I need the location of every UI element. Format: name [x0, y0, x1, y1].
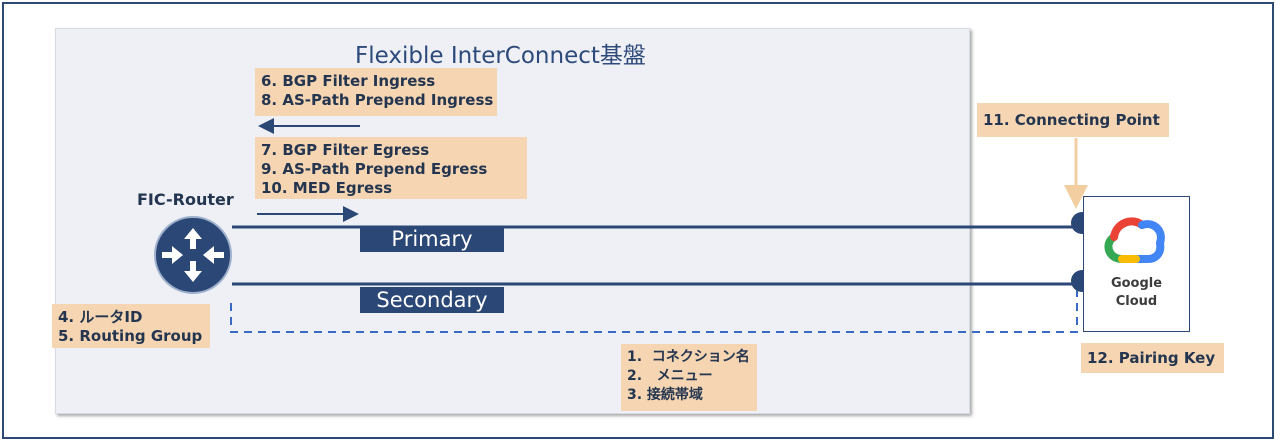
connection-settings-line: 3. 接続帯域	[627, 387, 703, 403]
connecting-point-label: 11. Connecting Point	[983, 111, 1160, 129]
connection-settings-note: 1. コネクション名 2. メニュー 3. 接続帯域	[621, 344, 757, 411]
egress-note-line: 10. MED Egress	[261, 179, 393, 197]
egress-note-line: 7. BGP Filter Egress	[261, 141, 430, 159]
google-cloud-label-line2: Cloud	[1115, 294, 1158, 309]
router-icon	[154, 216, 232, 294]
primary-line-label: Primary	[360, 226, 504, 252]
pairing-key-label: 12. Pairing Key	[1087, 349, 1216, 367]
panel-title: Flexible InterConnect基盤	[355, 43, 646, 69]
ingress-note-line: 6. BGP Filter Ingress	[261, 72, 436, 90]
pairing-key-note: 12. Pairing Key	[1081, 343, 1224, 373]
google-cloud-logo-icon	[1104, 217, 1165, 263]
google-cloud-label: Google Cloud	[1084, 275, 1189, 311]
connection-settings-line: 1. コネクション名	[627, 349, 750, 365]
egress-note-line: 9. AS-Path Prepend Egress	[261, 160, 488, 178]
google-cloud-box: Google Cloud	[1083, 196, 1190, 332]
ingress-note: 6. BGP Filter Ingress 8. AS-Path Prepend…	[255, 68, 497, 116]
router-settings-line: 5. Routing Group	[58, 327, 203, 345]
secondary-line-label: Secondary	[360, 287, 504, 313]
router-label: FIC-Router	[137, 190, 234, 209]
connection-settings-line: 2. メニュー	[627, 368, 713, 384]
google-cloud-label-line1: Google	[1110, 276, 1163, 291]
egress-note: 7. BGP Filter Egress 9. AS-Path Prepend …	[255, 137, 527, 199]
router-settings-note: 4. ルータID 5. Routing Group	[52, 304, 210, 348]
connecting-point-note: 11. Connecting Point	[977, 103, 1169, 137]
ingress-note-line: 8. AS-Path Prepend Ingress	[261, 91, 494, 109]
pairing-dashed-line	[230, 290, 1078, 333]
router-settings-line: 4. ルータID	[58, 308, 143, 326]
